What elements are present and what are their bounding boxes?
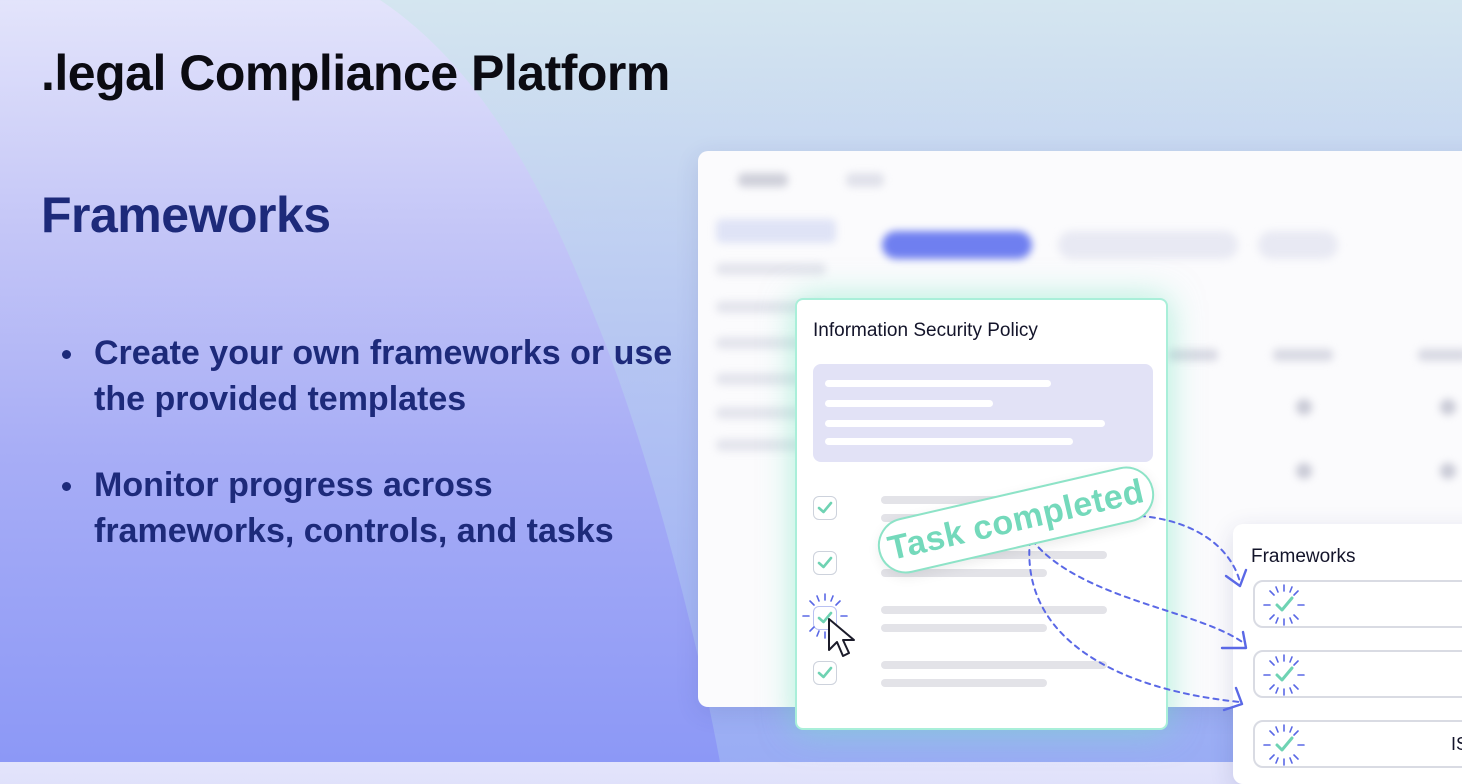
task-checkbox[interactable] — [813, 661, 837, 685]
framework-row-label: IS — [1451, 734, 1462, 754]
document-line — [825, 380, 1051, 387]
blurred-column-header — [1418, 349, 1462, 361]
blurred-sidebar-item — [716, 219, 836, 243]
blurred-tab — [846, 173, 884, 187]
task-row[interactable] — [813, 606, 1153, 646]
blurred-primary-button — [882, 231, 1032, 259]
feature-item: Monitor progress across frameworks, cont… — [60, 462, 680, 554]
task-checkbox[interactable] — [813, 496, 837, 520]
blurred-status-dot — [1440, 463, 1456, 479]
burst-check-icon — [1263, 584, 1305, 626]
document-line — [825, 420, 1105, 427]
task-row[interactable] — [813, 551, 1153, 591]
blurred-status-dot — [1296, 463, 1312, 479]
check-icon — [817, 666, 833, 679]
task-line — [881, 661, 1107, 669]
blurred-filter-pill — [1258, 231, 1338, 259]
check-icon — [817, 611, 833, 624]
blurred-column-header — [1168, 349, 1218, 361]
task-checkbox[interactable] — [813, 551, 837, 575]
framework-row[interactable] — [1253, 580, 1462, 628]
framework-row[interactable]: IS — [1253, 720, 1462, 768]
document-line — [825, 438, 1073, 445]
document-preview — [813, 364, 1153, 462]
task-line — [881, 624, 1047, 632]
document-line — [825, 400, 993, 407]
policy-title: Information Security Policy — [813, 320, 1038, 341]
blurred-status-dot — [1296, 399, 1312, 415]
app-title: .legal Compliance Platform — [41, 45, 670, 101]
blurred-column-header — [1273, 349, 1333, 361]
task-line — [881, 679, 1047, 687]
framework-row[interactable] — [1253, 650, 1462, 698]
feature-list: Create your own frameworks or use the pr… — [60, 330, 680, 594]
frameworks-card: Frameworks — [1233, 524, 1462, 784]
task-checkbox-active[interactable] — [813, 606, 837, 630]
task-line — [881, 606, 1107, 614]
check-icon — [817, 501, 833, 514]
burst-check-icon — [1263, 724, 1305, 766]
task-row[interactable] — [813, 661, 1153, 701]
blurred-status-dot — [1440, 399, 1456, 415]
blurred-search-pill — [1058, 231, 1238, 259]
blurred-sidebar-item — [716, 263, 826, 275]
frameworks-card-title: Frameworks — [1251, 546, 1356, 567]
task-line — [881, 551, 1107, 559]
blurred-tab — [738, 173, 788, 187]
burst-check-icon — [1263, 654, 1305, 696]
section-title: Frameworks — [41, 187, 331, 243]
feature-item: Create your own frameworks or use the pr… — [60, 330, 680, 422]
check-icon — [817, 556, 833, 569]
task-line — [881, 569, 1047, 577]
